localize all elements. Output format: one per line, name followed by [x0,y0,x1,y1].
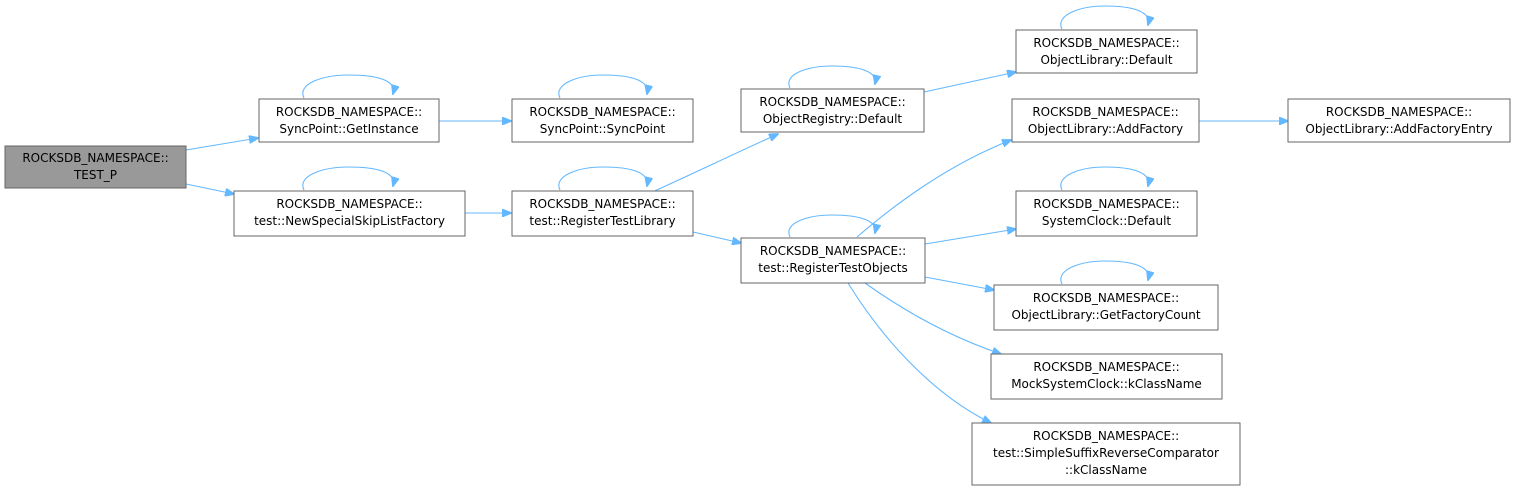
node-addfactoryentry[interactable]: ROCKSDB_NAMESPACE:: ObjectLibrary::AddFa… [1287,98,1511,143]
node-registerobjs-line-2: test::RegisterTestObjects [758,261,908,275]
edge-test_p-newspecial [185,183,234,194]
edge-registerobjs-mockclock [864,282,1001,354]
node-suffixcomp-line-2: test::SimpleSuffixReverseComparator [993,446,1219,460]
edge-registerobjs-sysclockdefault [924,229,1016,245]
node-registerlib-line-2: test::RegisterTestLibrary [529,214,675,228]
node-sysclockdefault-line-2: SystemClock::Default [1042,214,1172,228]
node-suffixcomp-line-3: ::kClassName [1065,463,1147,477]
node-getfactorycount-line-1: ROCKSDB_NAMESPACE:: [1033,291,1179,305]
node-registerobjs[interactable]: ROCKSDB_NAMESPACE:: test::RegisterTestOb… [740,237,926,284]
selfloop-registerlib [558,166,647,191]
edge-test_p-getinstance [185,138,258,151]
node-sysclockdefault-line-1: ROCKSDB_NAMESPACE:: [1033,197,1179,211]
node-addfactory[interactable]: ROCKSDB_NAMESPACE:: ObjectLibrary::AddFa… [1011,98,1200,143]
selfloop-getfactorycount [1060,260,1149,285]
selfloop-getinstance [302,74,394,99]
node-mockclock-line-2: MockSystemClock::kClassName [1011,377,1202,391]
edge-registerlib-objregdefault [647,134,778,195]
node-registerobjs-line-1: ROCKSDB_NAMESPACE:: [760,244,906,258]
node-test-p-line-2: TEST_P [73,168,117,182]
node-getinstance-line-1: ROCKSDB_NAMESPACE:: [276,105,422,119]
node-sysclockdefault[interactable]: ROCKSDB_NAMESPACE:: SystemClock::Default [1015,190,1198,237]
node-syncpoint-line-2: SyncPoint::SyncPoint [540,122,666,136]
node-registerlib[interactable]: ROCKSDB_NAMESPACE:: test::RegisterTestLi… [511,190,694,237]
edge-registerobjs-getfactorycount [924,276,994,290]
edge-objregdefault-objlibdefault [923,72,1016,93]
node-suffixcomp-line-1: ROCKSDB_NAMESPACE:: [1033,429,1179,443]
node-newspecial-line-1: ROCKSDB_NAMESPACE:: [276,197,422,211]
node-addfactory-line-1: ROCKSDB_NAMESPACE:: [1032,105,1178,119]
selfloop-newspecial [302,166,394,191]
node-objlibdefault-line-2: ObjectLibrary::Default [1040,53,1172,67]
node-syncpoint-line-1: ROCKSDB_NAMESPACE:: [529,105,675,119]
edge-registerobjs-suffixcomp [847,282,991,423]
node-objregdefault-line-1: ROCKSDB_NAMESPACE:: [759,95,905,109]
node-syncpoint[interactable]: ROCKSDB_NAMESPACE:: SyncPoint::SyncPoint [511,98,694,143]
node-getinstance[interactable]: ROCKSDB_NAMESPACE:: SyncPoint::GetInstan… [258,98,440,143]
edge-registerlib-registerobjs [692,231,741,243]
selfloop-objlibdefault [1060,5,1149,30]
node-newspecial-line-2: test::NewSpecialSkipListFactory [254,214,445,228]
node-newspecial[interactable]: ROCKSDB_NAMESPACE:: test::NewSpecialSkip… [233,190,466,237]
node-test-p[interactable]: ROCKSDB_NAMESPACE:: TEST_P [4,145,187,189]
node-getfactorycount[interactable]: ROCKSDB_NAMESPACE:: ObjectLibrary::GetFa… [993,284,1219,331]
edges [185,5,1288,423]
selfloop-syncpoint [558,74,647,99]
node-objlibdefault[interactable]: ROCKSDB_NAMESPACE:: ObjectLibrary::Defau… [1015,29,1198,74]
node-suffixcomp[interactable]: ROCKSDB_NAMESPACE:: test::SimpleSuffixRe… [971,422,1241,486]
node-objregdefault-line-2: ObjectRegistry::Default [763,112,903,126]
node-registerlib-line-1: ROCKSDB_NAMESPACE:: [529,197,675,211]
selfloop-registerobjs [788,214,875,238]
selfloop-sysclockdefault [1060,166,1149,191]
node-getfactorycount-line-2: ObjectLibrary::GetFactoryCount [1011,308,1200,322]
node-getinstance-line-2: SyncPoint::GetInstance [279,122,418,136]
node-addfactoryentry-line-2: ObjectLibrary::AddFactoryEntry [1305,122,1492,136]
node-mockclock[interactable]: ROCKSDB_NAMESPACE:: MockSystemClock::kCl… [990,353,1223,400]
node-addfactory-line-2: ObjectLibrary::AddFactory [1028,122,1183,136]
nodes: ROCKSDB_NAMESPACE:: TEST_P ROCKSDB_NAMES… [4,29,1511,486]
node-objlibdefault-line-1: ROCKSDB_NAMESPACE:: [1033,36,1179,50]
node-addfactoryentry-line-1: ROCKSDB_NAMESPACE:: [1326,105,1472,119]
node-test-p-line-1: ROCKSDB_NAMESPACE:: [22,151,168,165]
edge-registerobjs-addfactory [856,140,1011,238]
selfloop-objregdefault [788,65,875,89]
node-objregdefault[interactable]: ROCKSDB_NAMESPACE:: ObjectRegistry::Defa… [740,88,925,133]
node-mockclock-line-1: ROCKSDB_NAMESPACE:: [1033,360,1179,374]
